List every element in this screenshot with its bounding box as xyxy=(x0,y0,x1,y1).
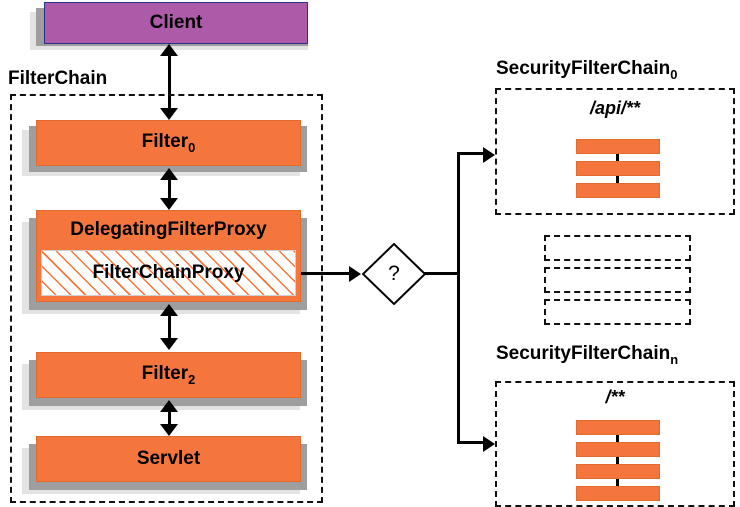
client-filter-line xyxy=(167,54,171,112)
chain0-link-1 xyxy=(616,152,619,161)
chainN-link-3 xyxy=(616,477,619,486)
filter2-servlet-arrow-up xyxy=(160,400,178,412)
filter2-box[interactable]: Filter2 xyxy=(36,352,301,398)
chain0-bar-3[interactable] xyxy=(576,183,660,198)
security-filter-chain-n-box[interactable] xyxy=(495,381,735,507)
branch-trunk xyxy=(457,152,460,444)
client-box[interactable]: Client xyxy=(44,2,308,44)
chainN-bar-3[interactable] xyxy=(576,464,660,479)
filterchain-group-box xyxy=(10,94,323,503)
chainN-bar-1[interactable] xyxy=(576,420,660,435)
filter0-dfp-arrow-down xyxy=(160,198,178,210)
branch-upper-arrowhead xyxy=(483,146,495,163)
security-filter-chain-0-title: SecurityFilterChain0 xyxy=(496,58,678,82)
filterchain-label: FilterChain xyxy=(8,68,108,89)
chainN-link-1 xyxy=(616,433,619,442)
chainN-bar-4[interactable] xyxy=(576,486,660,501)
chainN-link-2 xyxy=(616,455,619,464)
filter0-label: Filter0 xyxy=(141,131,196,155)
dfp-filter2-arrow-up xyxy=(160,304,178,316)
filter2-label: Filter2 xyxy=(141,363,196,387)
security-filter-chain-0-pattern: /api/** xyxy=(589,98,641,118)
fcp-diamond-line xyxy=(301,272,349,275)
routing-decision-diamond[interactable]: ? xyxy=(362,243,426,305)
branch-stem xyxy=(424,272,460,275)
dfp-filter2-arrow-down xyxy=(160,338,178,350)
chainN-bar-2[interactable] xyxy=(576,442,660,457)
filter0-dfp-line xyxy=(167,178,171,202)
filter0-box[interactable]: Filter0 xyxy=(36,120,301,166)
filter-chain-proxy-box[interactable]: FilterChainProxy xyxy=(41,250,296,296)
filter2-servlet-arrow-down xyxy=(160,424,178,436)
security-filter-chain-n-pattern: /** xyxy=(605,387,625,407)
client-filter-arrow-down xyxy=(160,108,178,120)
ellipsis-placeholder-2 xyxy=(544,267,691,293)
routing-decision-label: ? xyxy=(388,262,400,285)
security-filter-chain-0-box[interactable] xyxy=(495,88,735,215)
servlet-label: Servlet xyxy=(136,448,201,469)
filter-chain-proxy-label: FilterChainProxy xyxy=(92,262,245,283)
client-filter-arrow-up xyxy=(160,44,178,56)
filter0-dfp-arrow-up xyxy=(160,168,178,180)
branch-lower-line xyxy=(457,441,485,444)
fcp-diamond-arrowhead xyxy=(349,265,361,282)
security-filter-chain-n-title: SecurityFilterChainn xyxy=(496,343,679,367)
client-label: Client xyxy=(149,12,203,33)
filter2-servlet-line xyxy=(167,410,171,428)
diamond-shape-icon xyxy=(362,243,426,305)
branch-upper-line xyxy=(457,152,485,155)
branch-lower-arrowhead xyxy=(483,435,495,452)
chain0-bar-1[interactable] xyxy=(576,139,660,154)
delegating-filter-proxy-label: DelegatingFilterProxy xyxy=(70,219,267,240)
ellipsis-placeholder-1 xyxy=(544,235,691,261)
dfp-filter2-line xyxy=(167,314,171,342)
servlet-box[interactable]: Servlet xyxy=(36,436,301,482)
chain0-link-2 xyxy=(616,174,619,183)
chain0-bar-2[interactable] xyxy=(576,161,660,176)
ellipsis-placeholder-3 xyxy=(544,299,691,325)
